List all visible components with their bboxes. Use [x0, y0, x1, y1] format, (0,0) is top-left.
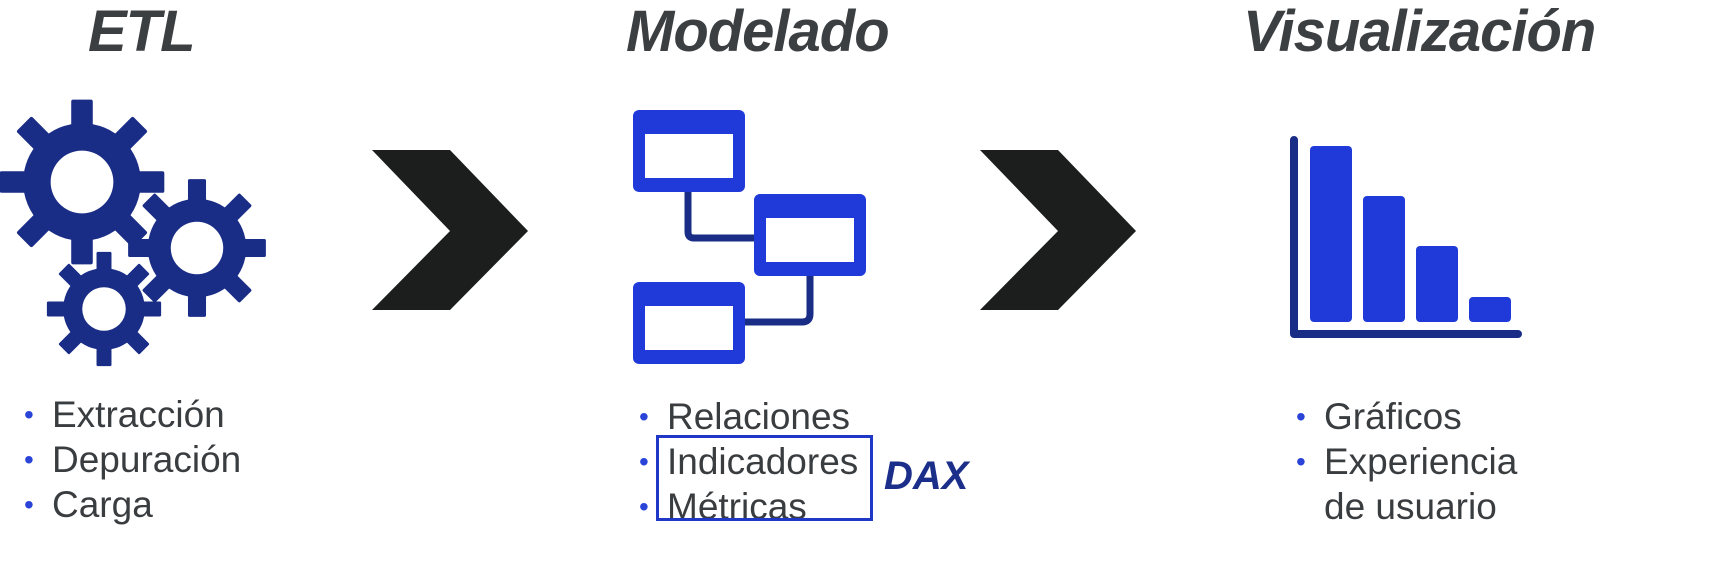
small-gear: [46, 251, 162, 367]
dax-highlight-box: [656, 435, 873, 521]
bar-2: [1363, 196, 1405, 322]
list-item-continuation: de usuario: [1324, 486, 1497, 527]
list-item: •Experiencia: [1296, 441, 1518, 482]
data-model-icon: [633, 110, 866, 364]
table-box-3: [633, 282, 745, 364]
bullet-icon: •: [639, 446, 649, 477]
bullet-icon: •: [24, 399, 34, 430]
bullet-icon: •: [639, 491, 649, 522]
table-box-2: [754, 194, 866, 276]
chevron-right-icon: [372, 150, 528, 310]
list-item: •Indicadores: [639, 441, 859, 482]
list-item: •Carga: [24, 484, 153, 525]
bar-4: [1469, 297, 1511, 322]
dax-label: DAX: [884, 454, 969, 498]
modelado-title: Modelado: [626, 0, 890, 64]
bar-1: [1310, 146, 1352, 322]
list-item: •Depuración: [24, 439, 242, 480]
bullet-icon: •: [1296, 446, 1306, 477]
gears-icon: [0, 99, 266, 367]
etl-list: •Extracción •Depuración •Carga: [20, 392, 241, 527]
chevron-right-icon: [980, 150, 1136, 310]
list-item: •Extracción: [24, 394, 225, 435]
medium-gear: [128, 179, 266, 317]
list-item: •Relaciones: [639, 396, 851, 437]
bullet-icon: •: [24, 489, 34, 520]
table-box-1: [633, 110, 745, 192]
visualizacion-list: •Gráficos •Experiencia de usuario: [1292, 394, 1517, 529]
visualizacion-title: Visualización: [1243, 0, 1596, 64]
list-item: •Gráficos: [1296, 396, 1462, 437]
bar-chart-icon: [1290, 136, 1522, 338]
etl-title: ETL: [88, 0, 196, 64]
bullet-icon: •: [24, 444, 34, 475]
bullet-icon: •: [639, 401, 649, 432]
bar-3: [1416, 246, 1458, 322]
bullet-icon: •: [1296, 401, 1306, 432]
